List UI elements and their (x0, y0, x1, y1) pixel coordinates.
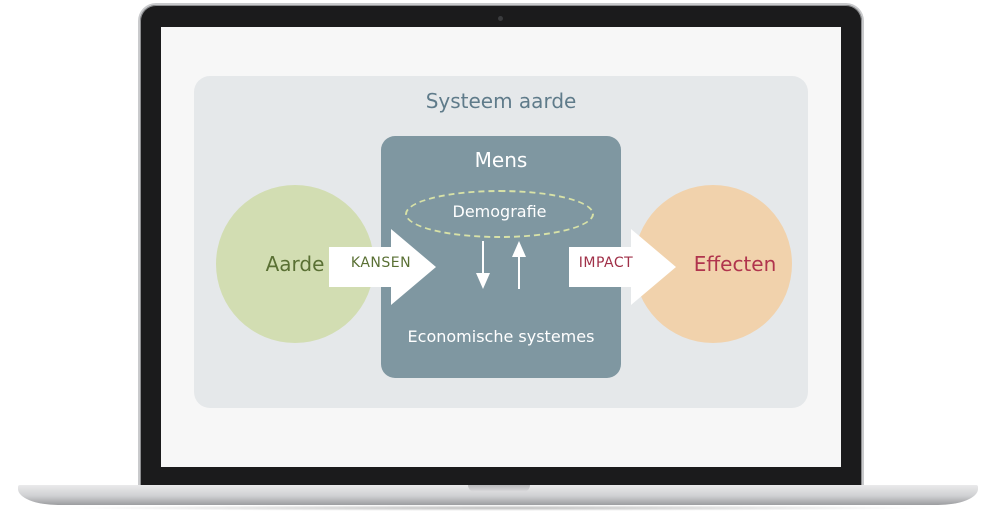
impact-label: IMPACT (578, 255, 634, 271)
laptop-notch (468, 485, 530, 492)
laptop-screen: Systeem aarde Mens Demografie Economisch… (161, 27, 841, 467)
arrow-layer (329, 229, 676, 305)
system-earth-title: Systeem aarde (425, 89, 577, 113)
economic-systems-label: Economische systemes (407, 327, 595, 346)
kansen-arrow (329, 229, 436, 305)
up-arrow-icon (512, 241, 526, 289)
demographics-label: Demografie (452, 202, 547, 221)
earth-label: Aarde (265, 252, 325, 276)
kansen-label: KANSEN (350, 255, 412, 271)
demographics-ellipse (405, 190, 594, 238)
camera-icon (498, 16, 503, 21)
laptop-base (18, 485, 978, 505)
laptop-shadow (60, 505, 936, 511)
down-arrow-icon (476, 241, 490, 289)
human-title: Mens (474, 148, 528, 172)
impact-arrow (569, 229, 676, 305)
effects-label: Effecten (693, 252, 777, 276)
